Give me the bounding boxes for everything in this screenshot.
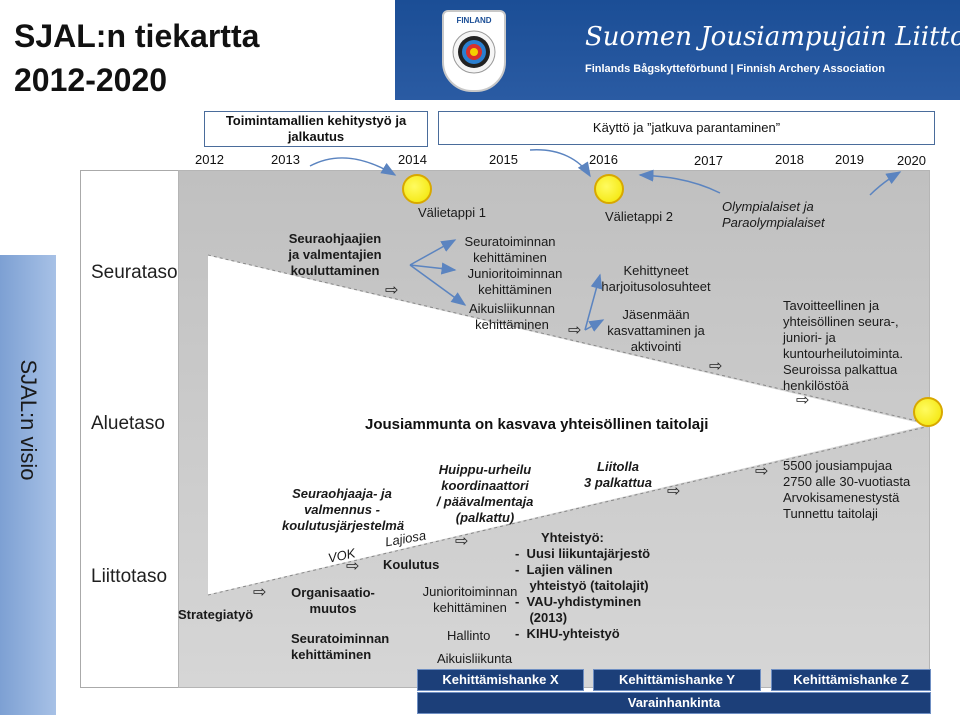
milestone-3: Olympialaiset ja Paraolympialaiset — [722, 199, 825, 231]
milestone-2: Välietappi 2 — [605, 209, 673, 225]
yhteistyo-title: Yhteistyö: — [515, 530, 650, 546]
milestone-1: Välietappi 1 — [418, 205, 486, 221]
koulutus-label: Koulutus — [383, 557, 439, 573]
arrow-curve-3 — [640, 175, 720, 193]
project-z: Kehittämishanke Z — [771, 669, 931, 691]
liitto-junioritoiminnan-line2: kehittäminen — [418, 600, 522, 616]
target-metrics-line: 2750 alle 30-vuotiasta — [783, 474, 910, 490]
yhteistyo-item: - KIHU-yhteistyö — [515, 626, 650, 642]
seura-text-seuratoiminta-line1: Seuratoiminnan — [455, 234, 565, 250]
seura-text-junior-line1: Junioritoiminnan — [460, 266, 570, 282]
hallinto-label: Hallinto — [447, 628, 490, 644]
target-seura-line: Tavoitteellinen ja — [783, 298, 903, 314]
organisaatio-label: Organisaatio- muutos — [278, 585, 388, 617]
strategiatyo-label: Strategiatyö — [178, 607, 253, 623]
seura-text-members-line1: Jäsenmään — [600, 307, 712, 323]
liitto-elite-line2: koordinaattori — [430, 478, 540, 494]
block-arrow-icon: ⇨ — [796, 390, 809, 410]
milestone-3-line2: Paraolympialaiset — [722, 215, 825, 231]
target-seura-text: Tavoitteellinen ja yhteisöllinen seura-,… — [783, 298, 903, 394]
seura-text-facilities-line2: harjoitusolosuhteet — [600, 279, 712, 295]
target-seura-line: juniori- ja — [783, 330, 903, 346]
block-arrow-icon: ⇨ — [755, 461, 768, 481]
liitto-staff-line1: Liitolla — [578, 459, 658, 475]
liitto-staff: Liitolla 3 palkattua — [578, 459, 658, 491]
liitto-coaching-line1: Seuraohjaaja- ja — [282, 486, 402, 502]
seura-text-junior-line2: kehittäminen — [460, 282, 570, 298]
target-metrics-line: Tunnettu taitolaji — [783, 506, 910, 522]
yhteistyo-item: (2013) — [515, 610, 650, 626]
seura-text-coaches-line2: ja valmentajien — [280, 247, 390, 263]
yhteistyo-item: - VAU-yhdistyminen — [515, 594, 650, 610]
seura-text-coaches-line1: Seuraohjaajien — [280, 231, 390, 247]
sun-icon — [594, 174, 624, 204]
block-arrow-icon: ⇨ — [253, 582, 266, 602]
main-statement: Jousiammunta on kasvava yhteisöllinen ta… — [365, 416, 708, 433]
seura-text-adult-line2: kehittäminen — [457, 317, 567, 333]
seura-text-adult-line1: Aikuisliikunnan — [457, 301, 567, 317]
aikuisliikunta-label: Aikuisliikunta — [437, 651, 512, 667]
target-metrics-line: 5500 jousiampujaa — [783, 458, 910, 474]
arrow-curve-2 — [530, 150, 590, 176]
level-liittotaso: Liittotaso — [91, 566, 167, 588]
seura-text-facilities-line1: Kehittyneet — [600, 263, 712, 279]
block-arrow-icon: ⇨ — [455, 531, 468, 551]
liitto-seuratoiminnan-line1: Seuratoiminnan — [291, 631, 389, 647]
seura-text-junior: Junioritoiminnan kehittäminen — [460, 266, 570, 298]
project-x: Kehittämishanke X — [417, 669, 584, 691]
liitto-junioritoiminnan-line1: Junioritoiminnan — [418, 584, 522, 600]
sun-icon — [402, 174, 432, 204]
seura-text-facilities: Kehittyneet harjoitusolosuhteet — [600, 263, 712, 295]
level-aluetaso: Aluetaso — [91, 413, 165, 435]
yhteistyo-item: - Uusi liikuntajärjestö — [515, 546, 650, 562]
target-metrics-text: 5500 jousiampujaa 2750 alle 30-vuotiasta… — [783, 458, 910, 522]
liitto-coaching-system: Seuraohjaaja- ja valmennus - koulutusjär… — [282, 486, 402, 534]
seura-text-members: Jäsenmään kasvattaminen ja aktivointi — [600, 307, 712, 355]
block-arrow-icon: ⇨ — [709, 356, 722, 376]
target-seura-line: kuntourheilutoiminta. — [783, 346, 903, 362]
fundraising-bar: Varainhankinta — [417, 692, 931, 714]
liitto-elite-coordinator: Huippu-urheilu koordinaattori / päävalme… — [430, 462, 540, 526]
target-seura-line: Seuroissa palkattua — [783, 362, 903, 378]
seura-text-coaches: Seuraohjaajien ja valmentajien kouluttam… — [280, 231, 390, 279]
organisaatio-line2: muutos — [278, 601, 388, 617]
level-seurataso: Seurataso — [91, 262, 178, 284]
yhteistyo-item: - Lajien välinen — [515, 562, 650, 578]
yhteistyo-block: Yhteistyö: - Uusi liikuntajärjestö - Laj… — [515, 530, 650, 642]
target-metrics-line: Arvokisamenestystä — [783, 490, 910, 506]
sun-icon — [913, 397, 943, 427]
arrow-curve-1 — [310, 158, 395, 175]
liitto-staff-line2: 3 palkattua — [578, 475, 658, 491]
arrow-curve-4 — [870, 172, 900, 195]
liitto-elite-line1: Huippu-urheilu — [430, 462, 540, 478]
liitto-elite-line4: (palkattu) — [430, 510, 540, 526]
seura-text-members-line3: aktivointi — [600, 339, 712, 355]
block-arrow-icon: ⇨ — [346, 556, 359, 576]
liitto-seuratoiminnan-line2: kehittäminen — [291, 647, 389, 663]
project-y: Kehittämishanke Y — [593, 669, 761, 691]
seura-text-coaches-line3: kouluttaminen — [280, 263, 390, 279]
liitto-coaching-line3: koulutusjärjestelmä — [282, 518, 402, 534]
liitto-elite-line3: / päävalmentaja — [430, 494, 540, 510]
seura-text-adult: Aikuisliikunnan kehittäminen — [457, 301, 567, 333]
yhteistyo-item: yhteistyö (taitolajit) — [515, 578, 650, 594]
block-arrow-icon: ⇨ — [385, 280, 398, 300]
organisaatio-line1: Organisaatio- — [278, 585, 388, 601]
block-arrow-icon: ⇨ — [667, 481, 680, 501]
seura-text-seuratoiminta-line2: kehittäminen — [455, 250, 565, 266]
milestone-3-line1: Olympialaiset ja — [722, 199, 825, 215]
seura-text-members-line2: kasvattaminen ja — [600, 323, 712, 339]
seura-text-seuratoiminta: Seuratoiminnan kehittäminen — [455, 234, 565, 266]
liitto-seuratoiminnan: Seuratoiminnan kehittäminen — [291, 631, 389, 663]
liitto-junioritoiminnan: Junioritoiminnan kehittäminen — [418, 584, 522, 616]
target-seura-line: yhteisöllinen seura-, — [783, 314, 903, 330]
liitto-coaching-line2: valmennus - — [282, 502, 402, 518]
block-arrow-icon: ⇨ — [568, 320, 581, 340]
